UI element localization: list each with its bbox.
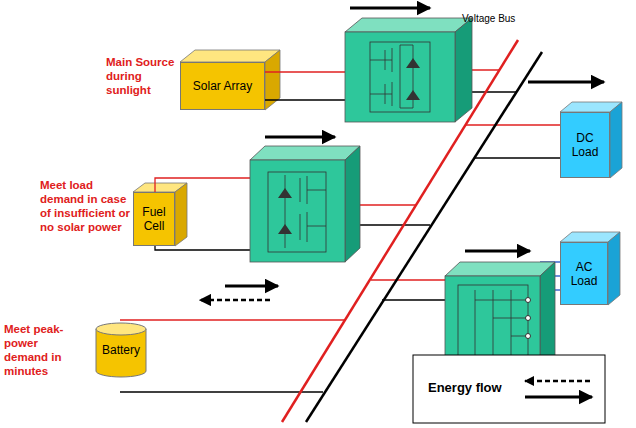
legend-box [413, 355, 605, 423]
load-box: AC Load [560, 242, 608, 305]
legend-samples [525, 381, 592, 397]
wires [120, 70, 560, 392]
node-text: AC Load [563, 260, 605, 288]
energy-flow-arrows [200, 8, 604, 300]
fuel-cell-cube-faces [133, 183, 187, 246]
source-box: Fuel Cell [133, 192, 175, 246]
dc-load-cube-faces [560, 102, 622, 178]
role-note: Meet load demand in case of insufficient… [40, 178, 132, 234]
battery-cylinder: Battery [95, 322, 147, 378]
dc-dc-converter [250, 146, 360, 262]
legend-text: Energy flow [428, 380, 502, 395]
solar-cube-faces [180, 50, 280, 110]
role-note: Meet peak-power demand in minutes [4, 322, 84, 378]
dc-dc-converter [345, 18, 472, 122]
node-text: Solar Array [193, 79, 252, 93]
node-text: Battery [102, 343, 140, 357]
node-text: Fuel Cell [136, 205, 172, 233]
node-text: DC Load [563, 131, 607, 159]
bus-label: Voltage Bus [462, 12, 562, 26]
ac-load-cube-faces [560, 232, 620, 305]
load-box: DC Load [560, 112, 610, 178]
source-box: Solar Array [180, 62, 265, 110]
role-note: Main Source during sunlight [106, 55, 178, 97]
